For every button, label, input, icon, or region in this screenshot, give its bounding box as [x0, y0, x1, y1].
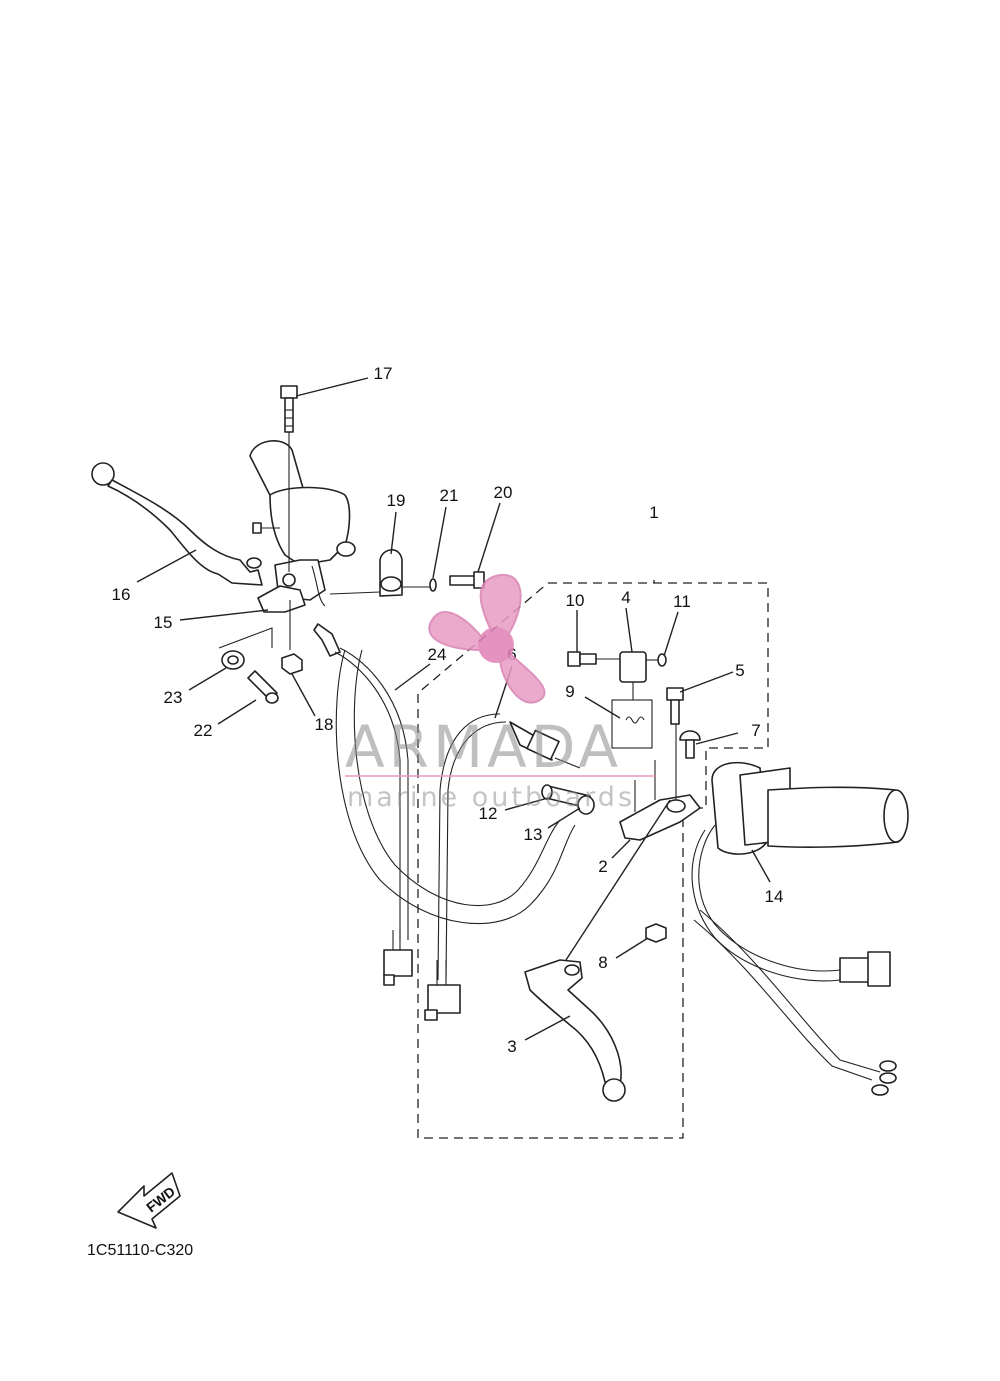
callout-15: 15	[154, 613, 173, 632]
handlebar	[335, 649, 576, 925]
callout-23: 23	[164, 688, 183, 707]
callout-13: 13	[524, 825, 543, 844]
eclip-11	[646, 653, 667, 667]
callout-21: 21	[440, 486, 459, 505]
pin-10	[567, 651, 620, 667]
clamp-19	[329, 549, 430, 597]
brake-lever-3	[524, 959, 626, 1102]
callout-11: 11	[673, 592, 691, 611]
nut-13	[577, 795, 595, 815]
callout-20: 20	[494, 483, 513, 502]
propeller-logo-icon	[428, 573, 546, 704]
nut-18	[281, 600, 303, 675]
callout-7: 7	[751, 721, 760, 740]
callout-22: 22	[194, 721, 213, 740]
holder-4	[619, 651, 647, 700]
cable-24	[313, 623, 413, 986]
bolt-5	[666, 687, 684, 725]
brake-switch-6	[424, 713, 581, 1021]
callout-17: 17	[374, 364, 393, 383]
screw-22	[247, 670, 279, 704]
callout-18: 18	[315, 715, 334, 734]
lever-holder	[249, 440, 356, 613]
bolt-20	[449, 571, 485, 589]
callout-24: 24	[428, 645, 447, 664]
callout-10: 10	[566, 591, 585, 610]
screw-7	[679, 730, 701, 759]
nut-8	[645, 923, 667, 943]
callout-8: 8	[598, 953, 607, 972]
callout-16: 16	[112, 585, 131, 604]
watermark-tagline: marine outboards	[347, 782, 635, 813]
callout-1: 1	[649, 503, 658, 522]
callout-12: 12	[479, 804, 498, 823]
handlebar-switch-14	[691, 761, 909, 1096]
bolt-17	[280, 385, 298, 572]
callout-2: 2	[598, 857, 607, 876]
diagram-code: 1C51110-C320	[87, 1242, 193, 1259]
callout-9: 9	[565, 682, 574, 701]
callout-labels: 1 2 3 4 5 6 7 8 9 10 11 12 13 14 15 16 1…	[112, 364, 784, 1056]
washer-21	[429, 578, 437, 592]
armada-watermark: ARMADA marine outboards	[345, 573, 655, 813]
nut-23	[221, 650, 245, 670]
watermark-brand: ARMADA	[345, 713, 622, 781]
callout-4: 4	[621, 588, 630, 607]
spring-9	[611, 699, 653, 749]
callout-14: 14	[765, 887, 784, 906]
left-lever	[91, 462, 263, 586]
leader-lines	[136, 377, 771, 1041]
callout-3: 3	[507, 1037, 516, 1056]
callout-5: 5	[735, 661, 744, 680]
callout-19: 19	[387, 491, 406, 510]
fwd-arrow-icon: FWD	[117, 1172, 181, 1229]
bracket-2	[619, 700, 701, 841]
